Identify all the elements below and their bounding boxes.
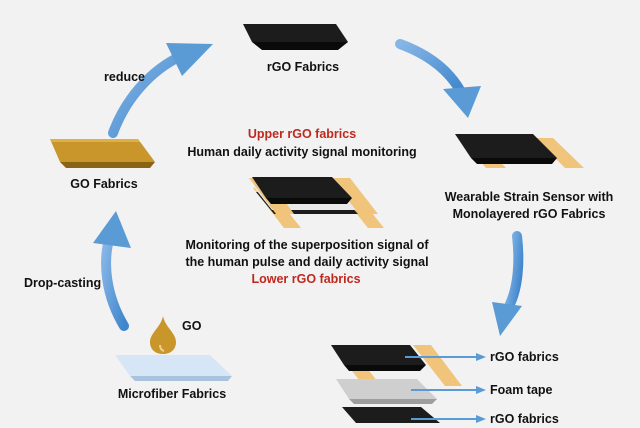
reduce-arrow: [108, 43, 213, 138]
go-fabric: [50, 139, 155, 168]
wearable-sensor-device: [455, 134, 584, 168]
microfiber-fabrics-label: Microfiber Fabrics: [117, 387, 227, 401]
stack-foam-label: Foam tape: [490, 383, 553, 397]
drop-casting-label: Drop-casting: [24, 276, 102, 290]
stack-rgo-label-1: rGO fabrics: [490, 350, 559, 364]
double-layer-sensor: [249, 177, 384, 228]
rgo-fabrics-top-label: rGO Fabrics: [266, 60, 340, 74]
go-label: GO: [182, 319, 202, 333]
sensor-title-line2: Monolayered rGO Fabrics: [452, 207, 606, 221]
reduce-label: reduce: [104, 70, 145, 84]
upper-rgo-description: Human daily activity signal monitoring: [187, 145, 417, 159]
stack-foam-tape: [336, 379, 437, 404]
sensor-title-line1: Wearable Strain Sensor with: [444, 190, 614, 204]
go-droplet-icon: [150, 316, 176, 354]
monitoring-line1: Monitoring of the superposition signal o…: [185, 238, 429, 252]
monitoring-line2: the human pulse and daily activity signa…: [185, 255, 429, 269]
lower-rgo-label: Lower rGO fabrics: [251, 272, 361, 286]
to-sensor-arrow: [395, 39, 481, 118]
upper-rgo-label: Upper rGO fabrics: [247, 127, 357, 141]
go-fabrics-label: GO Fabrics: [70, 177, 138, 191]
stack-rgo-label-2: rGO fabrics: [490, 412, 559, 426]
drop-casting-arrow: [93, 211, 131, 331]
rgo-fabric-top: [243, 24, 348, 50]
stack-rgo-bottom: [342, 407, 440, 423]
microfiber-fabric: [115, 355, 232, 381]
stack-rgo-top: [331, 345, 462, 386]
stack-pointer-arrows: [405, 353, 486, 423]
to-stack-arrow: [492, 231, 524, 336]
